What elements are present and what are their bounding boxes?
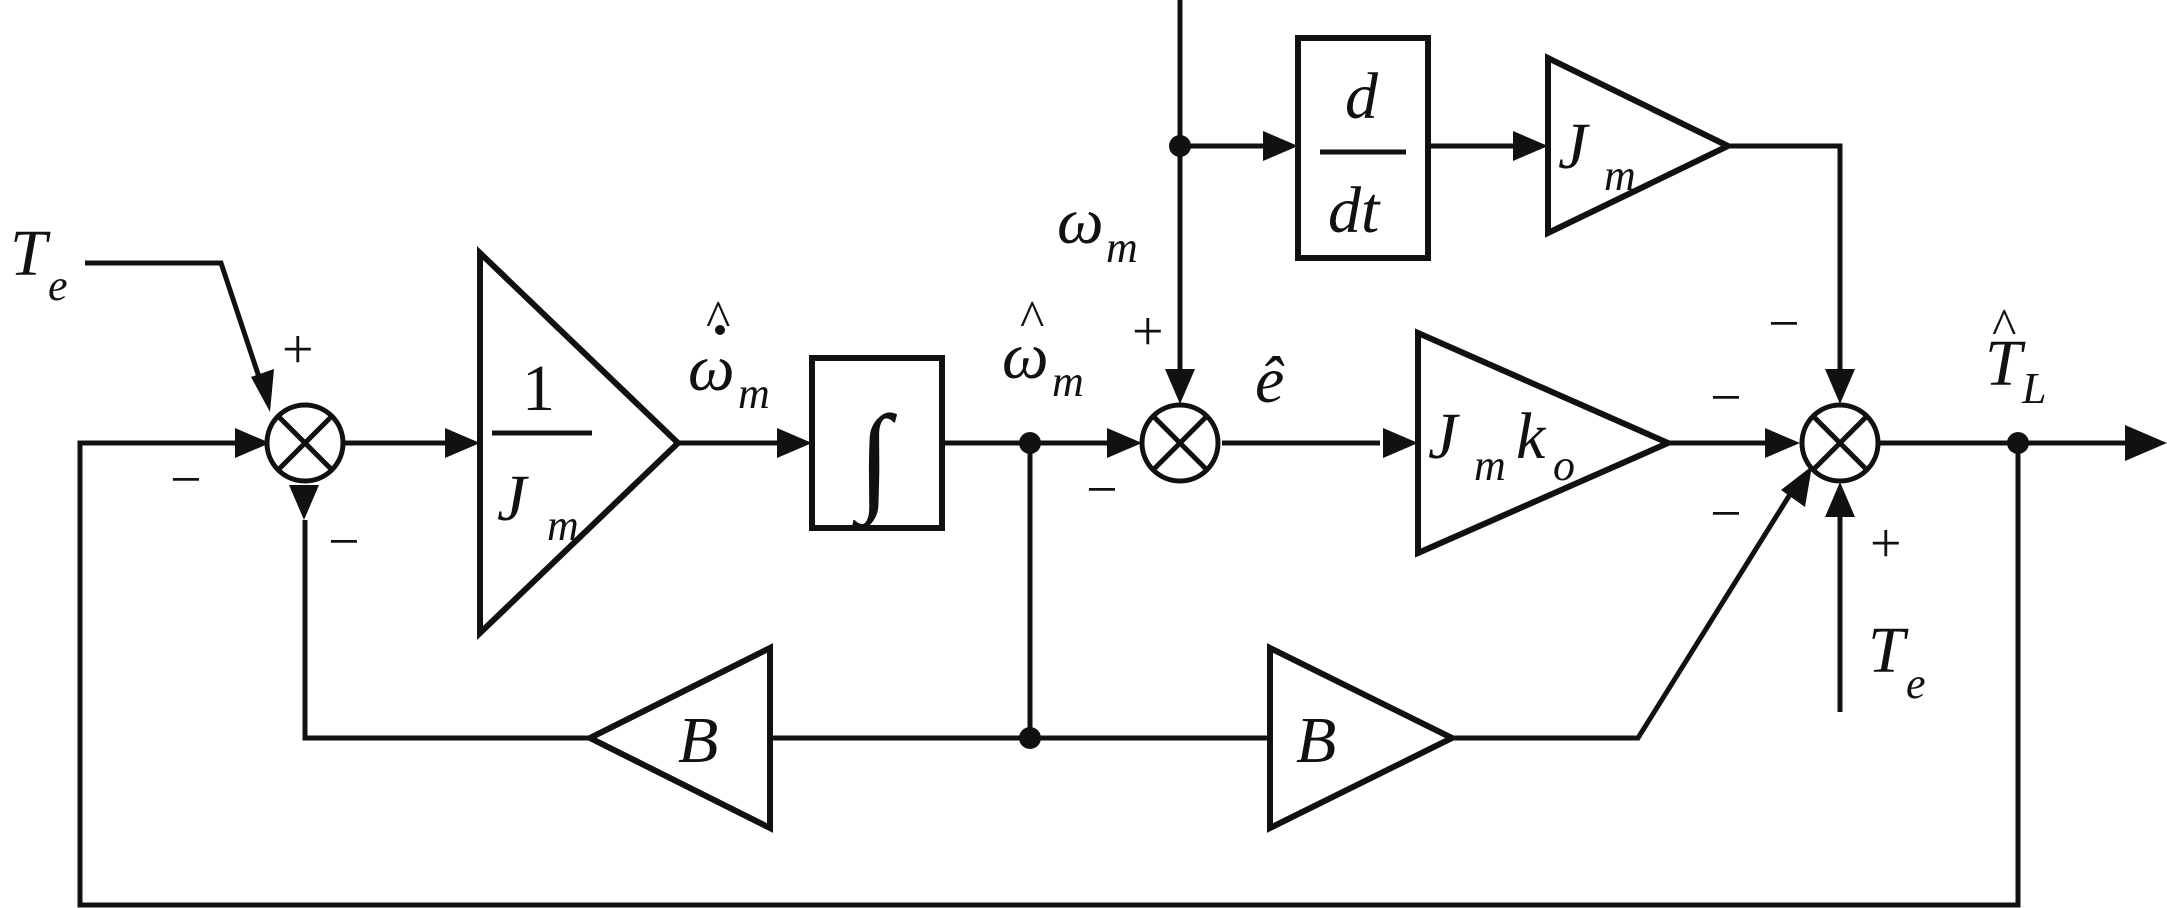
te-right-symbol: T — [1868, 614, 1909, 687]
te-right-sub: e — [1906, 659, 1926, 708]
input-label-omega-m: ω m — [1057, 185, 1138, 272]
b-right-symbol: B — [1296, 704, 1336, 777]
tl-hat-symbol: T — [1985, 327, 2026, 400]
sum3-sign-left: − — [1710, 367, 1742, 429]
signal-label-e-hat: ê — [1255, 344, 1285, 417]
signal-label-omega-hat: ω ^ m — [1002, 291, 1084, 406]
b-gain-block-left: B — [583, 643, 773, 833]
omega-dot-hat-accent: ^ — [706, 291, 730, 348]
summing-junction-3 — [1799, 402, 1881, 484]
arrowheads — [235, 131, 2167, 520]
integrator-block: ∫ — [809, 355, 945, 531]
summing-junction-2 — [1139, 402, 1221, 484]
jmko-gain-sub-m: m — [1474, 441, 1506, 490]
e-hat-symbol: ê — [1255, 344, 1285, 417]
te-left-symbol: T — [10, 217, 51, 290]
omega-hat-sub: m — [1052, 357, 1084, 406]
omega-m-sub: m — [1106, 223, 1138, 272]
omega-dot-hat-dot — [715, 325, 725, 335]
derivative-denominator: dt — [1328, 174, 1381, 247]
sum2-sign-bottom: − — [1086, 459, 1118, 521]
signal-label-omega-dot-hat: ω ^ m — [688, 291, 770, 418]
tl-hat-accent: ^ — [1992, 299, 2016, 356]
sum1-sign-top: + — [282, 319, 314, 381]
omega-dot-hat-sub: m — [738, 369, 770, 418]
tl-hat-sub: L — [2021, 364, 2046, 413]
omega-dot-hat-symbol: ω — [688, 332, 735, 405]
sum2-sign-top: + — [1132, 301, 1164, 363]
sum1-sign-bottom: − — [328, 511, 360, 573]
summing-junction-1 — [264, 402, 346, 484]
output-label-tl-hat: ^ T L — [1985, 299, 2046, 413]
inverse-inertia-denominator-sub: m — [547, 501, 579, 550]
inverse-inertia-gain-block: 1 J m — [477, 245, 683, 641]
b-gain-block-right: B — [1267, 643, 1459, 833]
integrator-symbol: ∫ — [851, 391, 898, 531]
sum3-sign-bottom: + — [1870, 513, 1902, 575]
b-left-symbol: B — [678, 704, 718, 777]
jmko-gain-symbol-k: k — [1516, 400, 1547, 473]
jmko-gain-symbol-j: J — [1428, 400, 1460, 473]
jm-gain-symbol: J — [1558, 110, 1590, 183]
sum1-sign-left: − — [170, 449, 202, 511]
derivative-numerator: d — [1345, 60, 1379, 133]
omega-hat-symbol: ω — [1002, 320, 1049, 393]
sum3-sign-top: − — [1768, 293, 1800, 355]
sign-labels: + − − + − − − − + — [170, 293, 1902, 575]
derivative-block: d dt — [1295, 35, 1431, 261]
input-label-te-right: T e — [1868, 614, 1926, 708]
jm-gain-block: J m — [1545, 53, 1735, 238]
inverse-inertia-numerator: 1 — [522, 352, 555, 425]
signal-wires — [77, 0, 2125, 908]
junction-dots — [1019, 135, 2029, 749]
sum3-sign-lowerleft: − — [1710, 483, 1742, 545]
input-label-te-left: T e — [10, 217, 68, 310]
inverse-inertia-denominator: J — [497, 462, 529, 535]
te-left-sub: e — [48, 261, 68, 310]
jm-gain-sub: m — [1604, 151, 1636, 200]
omega-hat-accent: ^ — [1020, 291, 1044, 348]
jmko-gain-sub-o: o — [1553, 441, 1575, 490]
omega-m-symbol: ω — [1057, 185, 1104, 258]
jmko-gain-block: J m k o — [1415, 328, 1676, 558]
